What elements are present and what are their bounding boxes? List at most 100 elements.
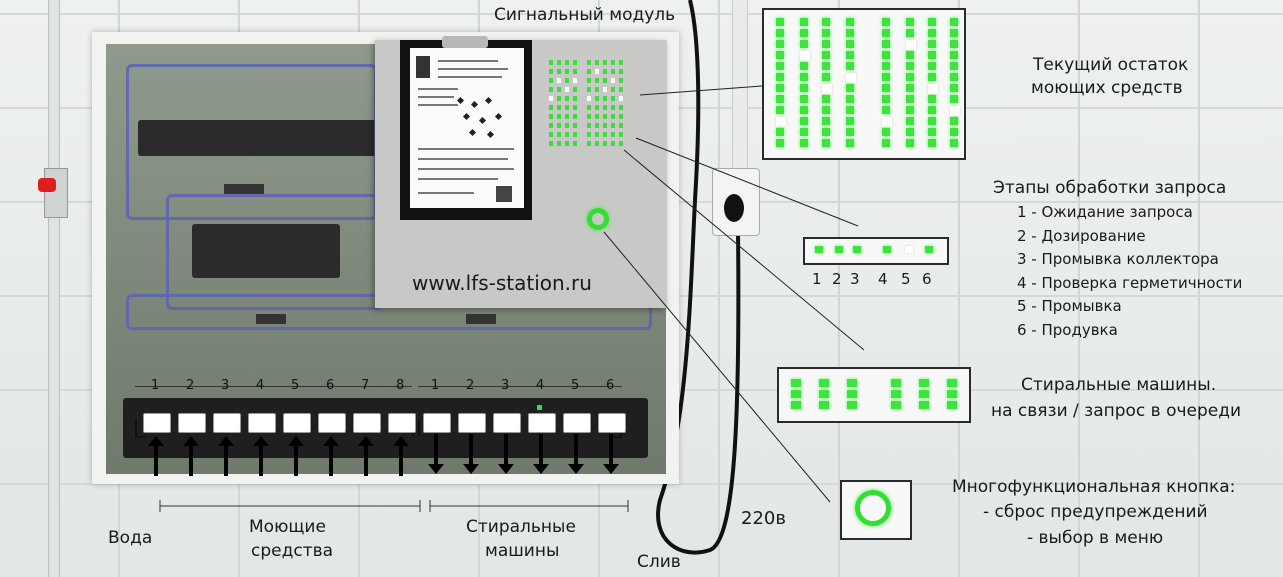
lid-led	[611, 87, 615, 92]
multifunction-button-reset: - сброс предупреждений	[983, 502, 1208, 522]
stage-number: 6	[922, 270, 932, 288]
level-led	[800, 73, 808, 81]
output-port-number: 1	[431, 378, 440, 393]
lid-led	[587, 87, 591, 92]
lid-led	[603, 87, 607, 92]
level-led	[906, 51, 914, 59]
level-led	[928, 128, 936, 136]
lid-led	[549, 105, 553, 110]
lid-led	[557, 123, 561, 128]
level-indicator-led	[906, 40, 916, 50]
outflow-arrow-icon	[498, 434, 514, 474]
outflow-arrow-icon	[428, 434, 444, 474]
lid-led	[573, 114, 577, 119]
lid-led	[587, 69, 591, 74]
level-led	[776, 84, 784, 92]
request-stages-panel	[803, 237, 949, 265]
lid-led	[619, 78, 623, 83]
strip-status-led	[537, 405, 542, 410]
lid-led	[603, 60, 607, 65]
lid-led	[595, 132, 599, 137]
lid-led	[603, 96, 607, 101]
level-led	[950, 117, 958, 125]
level-led	[882, 18, 890, 26]
stage-item: 3 - Промывка коллектора	[1017, 250, 1219, 268]
inflow-arrow-icon	[288, 436, 304, 476]
level-led	[882, 40, 890, 48]
inflow-arrow-icon	[323, 436, 339, 476]
inflow-arrow-icon	[393, 436, 409, 476]
input-port-number: 7	[361, 378, 370, 393]
lid-led	[611, 105, 615, 110]
lid-led	[557, 60, 561, 65]
level-led	[822, 106, 830, 114]
machine-led	[791, 379, 801, 387]
stage-number: 2	[832, 270, 842, 288]
level-led	[906, 95, 914, 103]
lid-led	[603, 114, 607, 119]
level-led	[882, 128, 890, 136]
power-plug	[724, 194, 744, 222]
lid-led	[603, 123, 607, 128]
level-led	[846, 84, 854, 92]
lid-led	[565, 114, 569, 119]
level-led	[846, 128, 854, 136]
input-port	[353, 413, 381, 433]
multifunction-button-large-icon[interactable]	[855, 490, 891, 526]
level-led	[800, 128, 808, 136]
output-port	[528, 413, 556, 433]
lid-led	[557, 132, 561, 137]
lid-led	[619, 87, 623, 92]
valve-handle-icon[interactable]	[38, 178, 56, 192]
washing-machines-panel	[777, 367, 971, 423]
water-label: Вода	[108, 528, 153, 548]
level-led	[846, 106, 854, 114]
lid-led	[587, 132, 591, 137]
lid-led	[611, 114, 615, 119]
detergents-label-2: средства	[251, 541, 334, 561]
input-port-number: 4	[256, 378, 265, 393]
level-indicator-led	[846, 73, 856, 83]
lid-led	[619, 123, 623, 128]
lid-led	[549, 69, 553, 74]
lid-led	[595, 96, 599, 101]
lid-led	[573, 87, 577, 92]
input-port	[143, 413, 171, 433]
lid-led	[595, 114, 599, 119]
level-led	[846, 51, 854, 59]
valve-body	[44, 168, 68, 218]
level-led	[776, 73, 784, 81]
lid-led	[565, 96, 569, 101]
level-led	[846, 95, 854, 103]
level-led	[776, 106, 784, 114]
input-port-number: 6	[326, 378, 335, 393]
machine-led	[947, 390, 957, 398]
power-cable	[656, 0, 741, 555]
lid-led	[573, 60, 577, 65]
lid-led	[573, 141, 577, 146]
inflow-arrow-icon	[218, 436, 234, 476]
lid-led	[549, 132, 553, 137]
level-led	[950, 139, 958, 147]
inflow-arrow-icon	[148, 436, 164, 476]
level-led	[822, 40, 830, 48]
level-led	[928, 117, 936, 125]
lid-led	[619, 105, 623, 110]
lid-led	[557, 141, 561, 146]
machine-led	[947, 401, 957, 409]
level-led	[882, 62, 890, 70]
lid-led	[557, 105, 561, 110]
level-led	[776, 51, 784, 59]
lid-led	[619, 60, 623, 65]
level-led	[906, 29, 914, 37]
outflow-arrow-icon	[533, 434, 549, 474]
output-port-number: 3	[501, 378, 510, 393]
outflow-arrow-icon	[603, 434, 619, 474]
level-led	[906, 128, 914, 136]
lid-led	[595, 78, 599, 83]
lid-led	[587, 141, 591, 146]
multifunction-button-icon[interactable]	[587, 208, 609, 230]
input-port	[248, 413, 276, 433]
level-indicator-led	[822, 84, 832, 94]
